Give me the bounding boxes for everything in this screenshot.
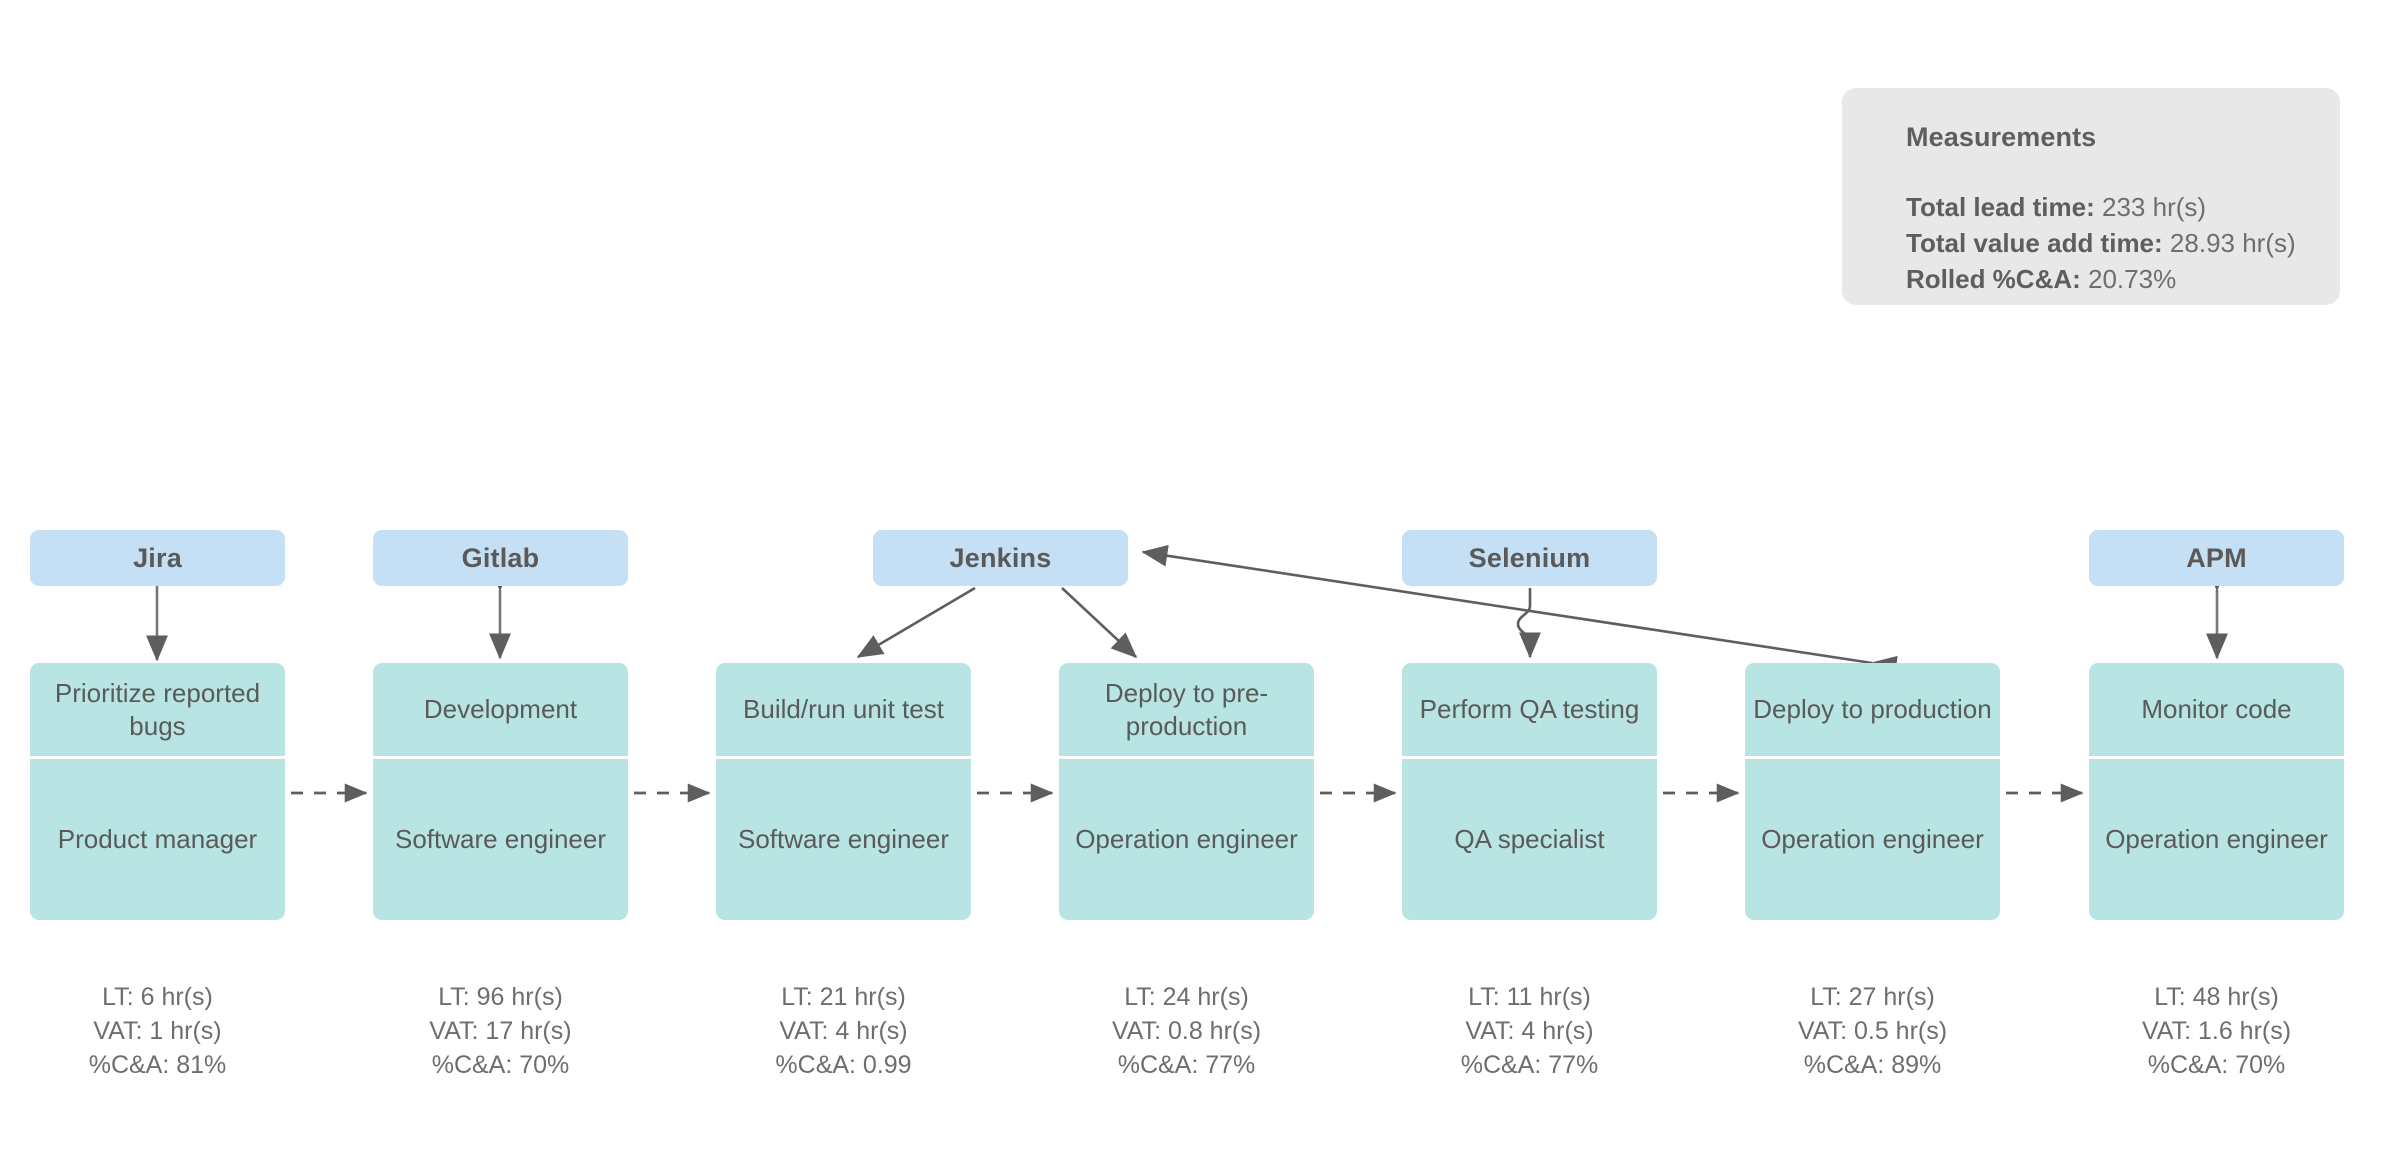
process-role: Operation engineer <box>2089 759 2344 920</box>
system-box-jenkins[interactable]: Jenkins <box>873 530 1128 586</box>
metric-lead-time: LT: 6 hr(s) <box>102 983 213 1011</box>
process-box-5[interactable]: Perform QA testing QA specialist <box>1402 663 1657 920</box>
process-box-6[interactable]: Deploy to production Operation engineer <box>1745 663 2000 920</box>
process-activity: Monitor code <box>2089 663 2344 756</box>
metric-value-add: VAT: 0.8 hr(s) <box>1111 1017 1262 1045</box>
measurement-label: Total value add time: <box>1906 228 2163 258</box>
metric-complete-accurate: %C&A: 77% <box>1117 1051 1256 1079</box>
system-box-selenium[interactable]: Selenium <box>1402 530 1657 586</box>
metric-complete-accurate: %C&A: 89% <box>1803 1051 1942 1079</box>
process-role: QA specialist <box>1402 759 1657 920</box>
system-box-apm[interactable]: APM <box>2089 530 2344 586</box>
metric-value-add: VAT: 1 hr(s) <box>93 1017 222 1045</box>
metric-complete-accurate: %C&A: 0.99 <box>775 1051 912 1079</box>
edge-jenkins-to-build <box>856 586 976 659</box>
system-box-jira[interactable]: Jira <box>30 530 285 586</box>
metric-value-add: VAT: 4 hr(s) <box>1465 1017 1594 1045</box>
process-box-7[interactable]: Monitor code Operation engineer <box>2089 663 2344 920</box>
process-role: Operation engineer <box>1745 759 2000 920</box>
metric-value-add: VAT: 0.5 hr(s) <box>1797 1017 1948 1045</box>
process-activity: Development <box>373 663 628 756</box>
measurement-row: Rolled %C&A: 20.73% <box>1906 261 2340 297</box>
metrics-5: LT: 11 hr(s) VAT: 4 hr(s) %C&A: 77% <box>1402 980 1657 1082</box>
measurement-label: Total lead time: <box>1906 192 2095 222</box>
edge-jenkins-to-preprod <box>1061 587 1138 659</box>
measurements-title: Measurements <box>1906 122 2097 152</box>
process-role: Operation engineer <box>1059 759 1314 920</box>
metrics-4: LT: 24 hr(s) VAT: 0.8 hr(s) %C&A: 77% <box>1059 980 1314 1082</box>
system-box-gitlab[interactable]: Gitlab <box>373 530 628 586</box>
process-activity: Perform QA testing <box>1402 663 1657 756</box>
measurements-rows: Total lead time: 233 hr(s) Total value a… <box>1906 189 2340 297</box>
measurements-panel: Measurements Total lead time: 233 hr(s) … <box>1842 88 2340 305</box>
metric-value-add: VAT: 1.6 hr(s) <box>2141 1017 2292 1045</box>
metrics-1: LT: 6 hr(s) VAT: 1 hr(s) %C&A: 81% <box>30 980 285 1082</box>
process-activity: Build/run unit test <box>716 663 971 756</box>
process-box-1[interactable]: Prioritize reported bugs Product manager <box>30 663 285 920</box>
metrics-3: LT: 21 hr(s) VAT: 4 hr(s) %C&A: 0.99 <box>716 980 971 1082</box>
metric-complete-accurate: %C&A: 77% <box>1460 1051 1599 1079</box>
metrics-2: LT: 96 hr(s) VAT: 17 hr(s) %C&A: 70% <box>373 980 628 1082</box>
metric-lead-time: LT: 24 hr(s) <box>1124 983 1249 1011</box>
process-activity: Prioritize reported bugs <box>30 663 285 756</box>
metric-value-add: VAT: 4 hr(s) <box>779 1017 908 1045</box>
process-activity: Deploy to production <box>1745 663 2000 756</box>
metric-lead-time: LT: 11 hr(s) <box>1468 983 1591 1011</box>
metrics-6: LT: 27 hr(s) VAT: 0.5 hr(s) %C&A: 89% <box>1745 980 2000 1082</box>
process-role: Software engineer <box>716 759 971 920</box>
process-box-3[interactable]: Build/run unit test Software engineer <box>716 663 971 920</box>
measurement-row: Total value add time: 28.93 hr(s) <box>1906 225 2340 261</box>
measurement-label: Rolled %C&A: <box>1906 264 2081 294</box>
process-box-4[interactable]: Deploy to pre-production Operation engin… <box>1059 663 1314 920</box>
edge-selenium-to-qa <box>1516 588 1541 659</box>
measurement-value: 20.73% <box>2088 264 2177 294</box>
process-role: Product manager <box>30 759 285 920</box>
process-activity: Deploy to pre-production <box>1059 663 1314 756</box>
metric-complete-accurate: %C&A: 81% <box>88 1051 227 1079</box>
measurement-value: 233 hr(s) <box>2102 192 2207 222</box>
metric-complete-accurate: %C&A: 70% <box>431 1051 570 1079</box>
metric-complete-accurate: %C&A: 70% <box>2147 1051 2286 1079</box>
process-box-2[interactable]: Development Software engineer <box>373 663 628 920</box>
metric-lead-time: LT: 48 hr(s) <box>2154 983 2279 1011</box>
measurement-value: 28.93 hr(s) <box>2169 228 2296 258</box>
metric-lead-time: LT: 21 hr(s) <box>781 983 906 1011</box>
process-role: Software engineer <box>373 759 628 920</box>
metric-lead-time: LT: 96 hr(s) <box>438 983 563 1011</box>
metric-value-add: VAT: 17 hr(s) <box>429 1017 572 1045</box>
metric-lead-time: LT: 27 hr(s) <box>1810 983 1935 1011</box>
measurement-row: Total lead time: 233 hr(s) <box>1906 189 2340 225</box>
edge-jenkins-to-deploy-production <box>1141 544 1898 678</box>
metrics-7: LT: 48 hr(s) VAT: 1.6 hr(s) %C&A: 70% <box>2089 980 2344 1082</box>
